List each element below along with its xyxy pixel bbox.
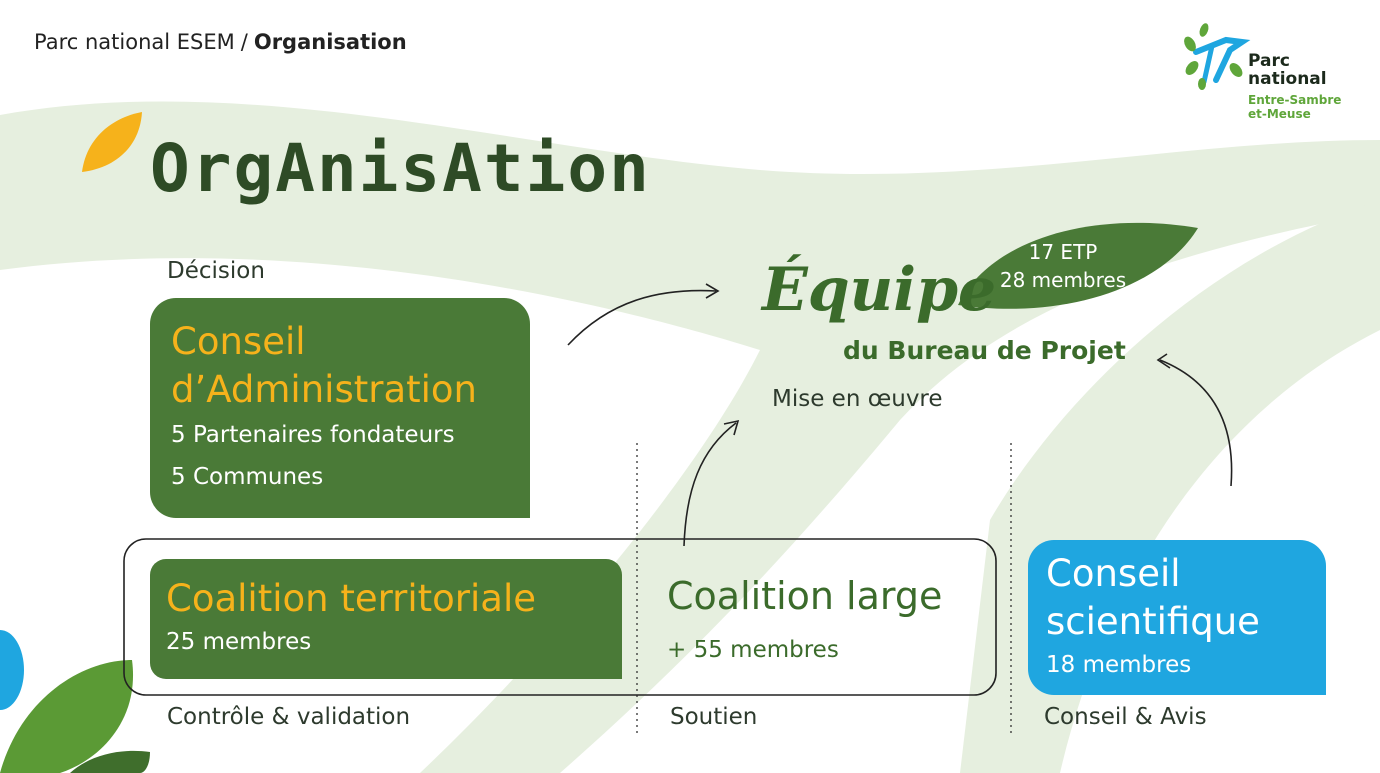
conseil-scientifique-box: Conseil scientifique 18 membres (1028, 540, 1326, 695)
breadcrumb-separator: / (240, 30, 248, 54)
dark-leaf-decoration (70, 750, 150, 773)
logo-title: Parc national (1248, 52, 1327, 88)
logo-line1: Parc (1248, 51, 1290, 71)
logo-line3: Entre-Sambre (1248, 93, 1342, 107)
conseil-administration-box: Conseil d’Administration 5 Partenaires f… (150, 298, 530, 518)
blue-leaf-decoration (0, 630, 24, 710)
coalition-territoriale-box: Coalition territoriale 25 membres (150, 559, 622, 679)
conseil-admin-title-line1: Conseil (171, 320, 306, 363)
coalition-outline (123, 538, 997, 696)
breadcrumb: Parc national ESEM/Organisation (34, 30, 407, 54)
arrow-coalition-to-equipe (683, 422, 737, 547)
logo-subtitle: Entre-Sambre et-Meuse (1248, 93, 1368, 121)
equipe-leaf-text: 17 ETP 28 membres (988, 238, 1138, 294)
coalition-territoriale-members: 25 membres (166, 629, 312, 655)
conseil-admin-detail1: 5 Partenaires fondateurs (171, 422, 455, 448)
conseil-scientifique-members: 18 membres (1046, 652, 1192, 678)
equipe-title: Équipe (762, 255, 997, 325)
breadcrumb-site[interactable]: Parc national ESEM (34, 30, 235, 54)
decision-label: Décision (167, 258, 265, 284)
breadcrumb-current: Organisation (253, 30, 407, 54)
equipe-role: Mise en œuvre (772, 386, 943, 412)
coalition-large-title: Coalition large (667, 574, 943, 618)
coalition-territoriale-title: Coalition territoriale (166, 577, 537, 620)
equipe-members: 28 membres (999, 268, 1127, 292)
arrow-scientifique-to-equipe (1159, 359, 1233, 487)
coalition-large-members: + 55 membres (667, 637, 839, 663)
conseil-scientifique-role: Conseil & Avis (1044, 704, 1207, 730)
park-logo-icon (1184, 23, 1251, 90)
conseil-scientifique-title-line1: Conseil (1046, 552, 1181, 595)
conseil-admin-detail2: 5 Communes (171, 464, 324, 490)
equipe-etp: 17 ETP (1028, 240, 1098, 264)
arrowhead-2 (723, 419, 740, 436)
arrowhead-1 (705, 283, 720, 299)
arrow-admin-to-equipe (567, 289, 717, 346)
logo-line2: national (1248, 69, 1327, 89)
page-title: OrgAnisAtion (150, 130, 651, 207)
coalition-territoriale-role: Contrôle & validation (167, 704, 411, 730)
yellow-leaf-decoration (82, 112, 142, 172)
conseil-scientifique-title-line2: scientifique (1046, 600, 1260, 643)
conseil-admin-title-line2: d’Administration (171, 368, 477, 411)
equipe-leaf-shape (958, 222, 1198, 309)
green-leaf-decoration (0, 660, 134, 773)
logo-line4: et-Meuse (1248, 107, 1311, 121)
equipe-subtitle: du Bureau de Projet (843, 336, 1126, 365)
coalition-large-role: Soutien (670, 704, 758, 730)
arrowhead-3 (1156, 353, 1171, 369)
